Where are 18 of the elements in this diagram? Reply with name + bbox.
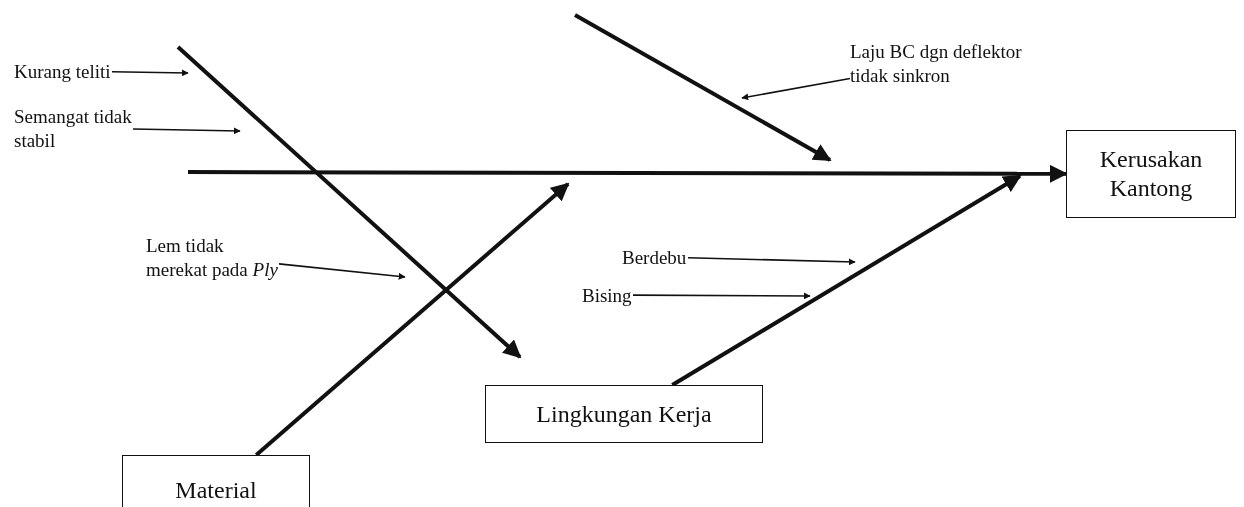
arrow	[111, 69, 189, 77]
arrow	[278, 263, 406, 280]
arrow	[132, 127, 241, 135]
cause-label: Lem tidak merekat pada Ply	[146, 234, 279, 280]
category-box: Lingkungan Kerja	[485, 385, 763, 443]
arrow	[741, 77, 851, 101]
bone-arrow	[254, 182, 570, 457]
bone-arrow	[671, 174, 1022, 387]
cause-label: Laju BC dgn deflektor tidak sinkron	[850, 40, 1023, 86]
bone-arrow	[188, 164, 1068, 183]
arrow	[687, 257, 856, 266]
cause-label: Bising	[582, 284, 633, 306]
category-box: Kerusakan Kantong	[1066, 130, 1236, 218]
cause-label: Kurang teliti	[14, 60, 112, 82]
cause-label: Semangat tidak stabil	[14, 105, 133, 151]
cause-label: Berdebu	[622, 246, 688, 268]
arrow	[632, 292, 811, 300]
category-box: Material	[122, 455, 310, 507]
